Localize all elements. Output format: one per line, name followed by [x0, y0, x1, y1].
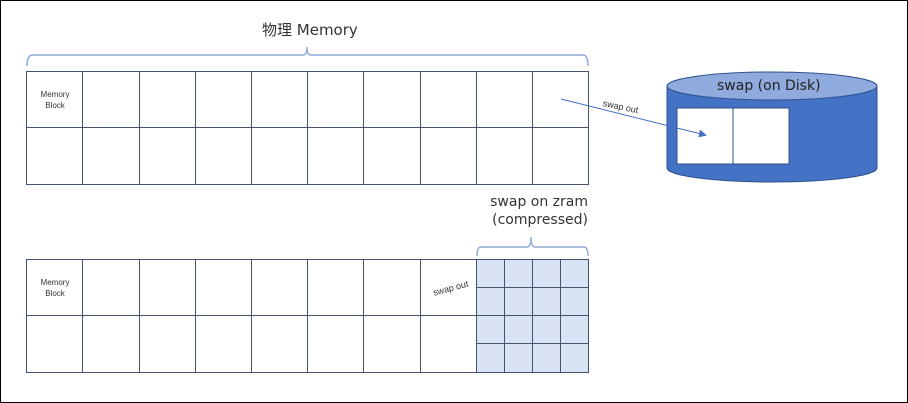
compressed-block-cell — [532, 343, 561, 373]
compressed-block-cell — [532, 287, 561, 316]
memory-block-cell — [307, 127, 364, 185]
memory-block-cell — [420, 127, 477, 185]
memory-block-label-line1: Memory — [40, 278, 70, 287]
zram-title: swap on zram (compressed) — [470, 193, 588, 229]
compressed-block-cell — [504, 287, 533, 316]
memory-block-cell — [251, 259, 308, 316]
memory-block-cell — [307, 315, 364, 373]
compressed-block-cell — [560, 287, 589, 316]
compressed-block-cell — [476, 259, 505, 288]
memory-block-cell — [251, 127, 308, 185]
memory-block-cell — [532, 71, 589, 128]
compressed-block-cell — [476, 315, 505, 344]
memory-block-cell — [139, 315, 196, 373]
memory-block-cell — [195, 315, 252, 373]
compressed-block-cell — [560, 259, 589, 288]
compressed-block-cell — [504, 315, 533, 344]
memory-block-cell — [26, 315, 83, 373]
memory-block-cell — [363, 315, 421, 373]
compressed-block-cell — [560, 315, 589, 344]
memory-block-cell — [139, 127, 196, 185]
compressed-block-cell — [504, 259, 533, 288]
memory-block-label-line2: Block — [45, 101, 65, 110]
memory-block-label-zram: Memory Block — [27, 277, 83, 299]
physical-memory-title: 物理 Memory — [262, 21, 358, 39]
memory-block-cell — [26, 259, 83, 316]
disk-slot — [732, 107, 790, 165]
swap-disk-title: swap (on Disk) — [717, 78, 821, 94]
memory-block-cell — [82, 259, 140, 316]
compressed-block-cell — [476, 343, 505, 373]
compressed-block-cell — [504, 343, 533, 373]
memory-block-cell — [420, 259, 477, 316]
zram-title-line1: swap on zram — [490, 194, 588, 210]
compressed-block-cell — [476, 287, 505, 316]
memory-block-cell — [476, 71, 533, 128]
memory-block-cell — [420, 315, 477, 373]
zram-brace — [476, 236, 589, 257]
memory-block-label-line2: Block — [45, 289, 65, 298]
compressed-block-cell — [532, 315, 561, 344]
zram-title-line2: (compressed) — [492, 212, 588, 228]
compressed-block-cell — [560, 343, 589, 373]
memory-block-label-line1: Memory — [40, 90, 70, 99]
memory-block-cell — [82, 315, 140, 373]
memory-block-cell — [363, 259, 421, 316]
memory-block-cell — [307, 259, 364, 316]
memory-block-label: Memory Block — [27, 89, 83, 111]
memory-block-cell — [476, 127, 533, 185]
memory-block-cell — [139, 259, 196, 316]
memory-block-cell — [251, 315, 308, 373]
physical-memory-brace — [26, 46, 589, 67]
memory-block-cell — [195, 259, 252, 316]
compressed-block-cell — [532, 259, 561, 288]
memory-block-cell — [26, 127, 83, 185]
disk-cylinder-icon — [666, 71, 878, 183]
memory-block-cell — [532, 127, 589, 185]
